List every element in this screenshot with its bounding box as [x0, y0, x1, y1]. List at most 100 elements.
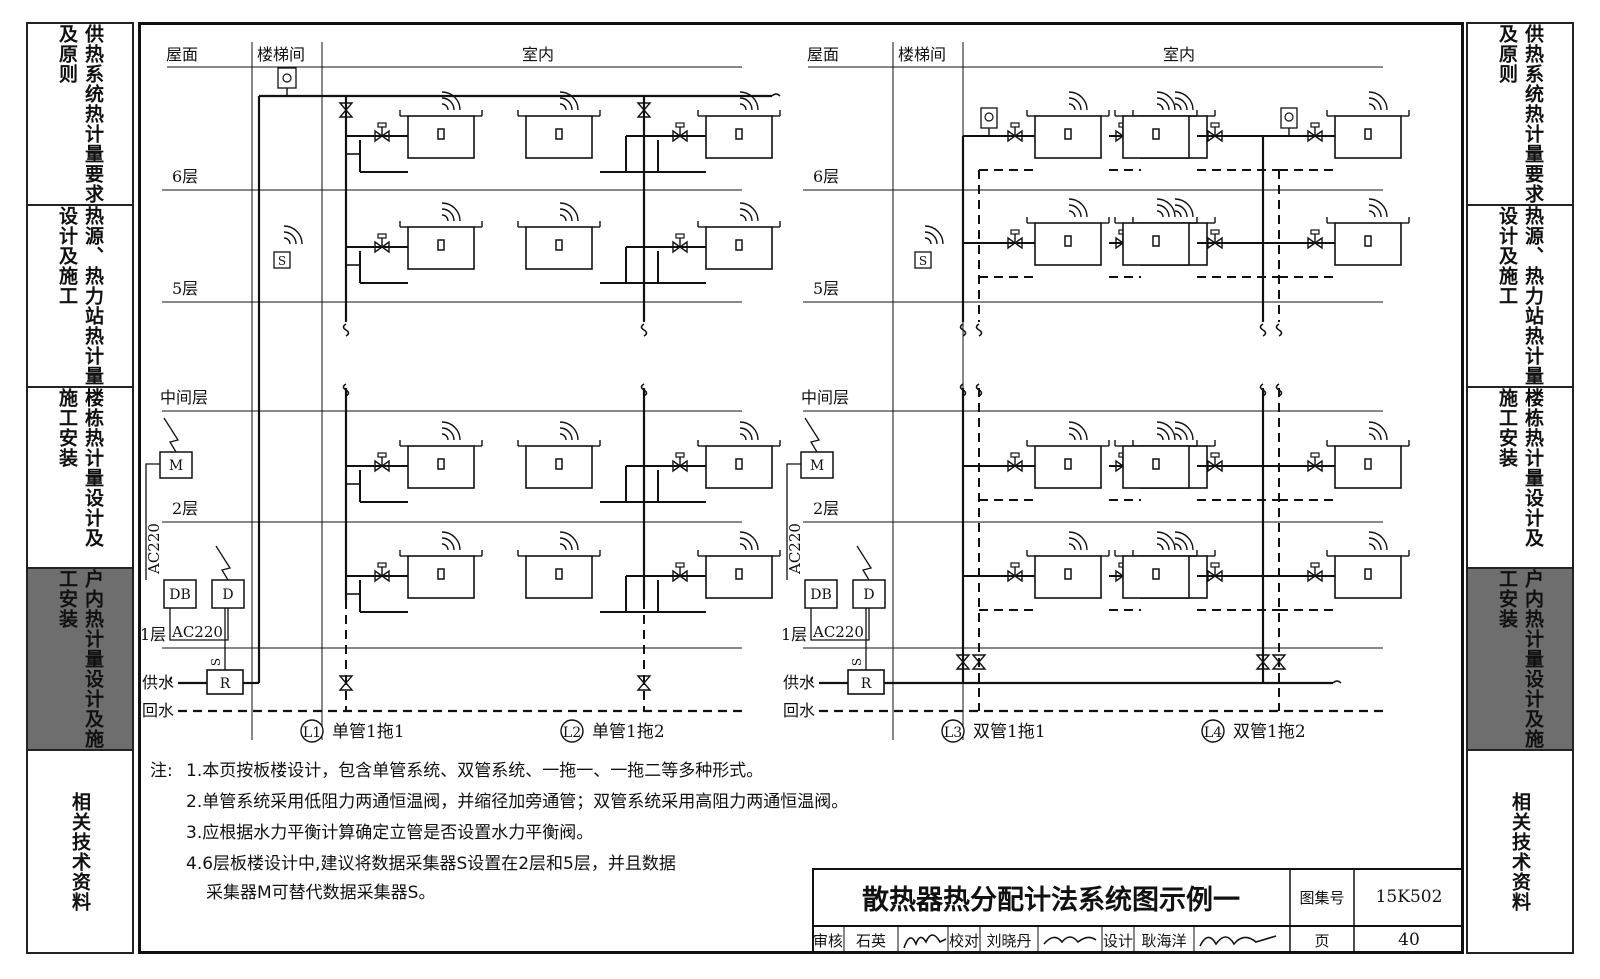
wireless-arc — [924, 237, 932, 245]
radiator-body — [1122, 115, 1190, 159]
left-index-item[interactable]: 热源、热力站热计量设计及施工 — [28, 206, 132, 388]
heat-cost-allocator — [555, 239, 563, 251]
riser-bottom-valve — [338, 675, 354, 691]
wireless-arc — [1174, 531, 1194, 551]
floor-label-floor_1: 1层 — [140, 625, 166, 644]
radiator — [399, 440, 483, 489]
thermostatic-valve — [1207, 562, 1223, 583]
system-id-circle — [1201, 719, 1225, 743]
left-index-label-line1: 楼栋热计量设 — [82, 388, 104, 508]
valve-body — [1007, 459, 1023, 473]
riser-break — [959, 383, 967, 397]
radiator-wireless-icon — [1068, 531, 1088, 551]
radiator-body — [525, 445, 593, 489]
wireless-arc — [1368, 531, 1388, 551]
valve-head — [377, 122, 387, 128]
right-index-label-line2: 计量设计及施工 — [1496, 206, 1544, 386]
thermostatic-valve — [374, 562, 390, 583]
heat-cost-allocator — [437, 568, 445, 580]
thermostatic-valve — [672, 562, 688, 583]
floor-label-floor_5: 5层 — [813, 279, 839, 298]
wireless-arc — [1068, 531, 1088, 551]
thermostatic-valve — [1007, 452, 1023, 473]
heat-cost-allocator — [1364, 458, 1372, 470]
riser-valve — [1255, 654, 1271, 670]
radiator-wireless-icon — [739, 531, 759, 551]
thermostatic-valve — [1007, 562, 1023, 583]
meter-M-label: M — [810, 458, 824, 474]
radiator-left — [517, 440, 601, 489]
radiator-wireless-icon — [1368, 421, 1388, 441]
wireless-arc — [559, 202, 579, 222]
wireless-arc — [1068, 427, 1082, 441]
right-index-label-line1: 楼栋热计量设 — [1522, 388, 1544, 508]
system-id-circle — [560, 719, 584, 743]
right-index-item[interactable]: 相关技术资料 — [1468, 751, 1572, 952]
wireless-arc — [1174, 537, 1188, 551]
wireless-arc — [1068, 91, 1088, 111]
left-index-label-line2: 计及施工安装 — [56, 569, 104, 749]
wireless-arc — [1174, 427, 1188, 441]
left-index-item[interactable]: 供热系统热计量要求及原则 — [28, 24, 132, 206]
wireless-arc — [559, 214, 567, 222]
thermostatic-valve — [1307, 229, 1323, 250]
left-index-label: 楼栋热计量设计及施工安装 — [54, 388, 106, 567]
thermostatic-valve — [1307, 562, 1323, 583]
radiator — [1326, 217, 1410, 266]
radiator — [1026, 550, 1110, 599]
radiator-wireless-icon — [1174, 531, 1194, 551]
radiator-body — [1034, 115, 1102, 159]
note-1: 1.本页按板楼设计，包含单管系统、双管系统、一拖一、一拖二等多种形式。 — [186, 761, 764, 781]
heat-cost-allocator — [437, 128, 445, 140]
riser-break — [1275, 323, 1283, 337]
heat-cost-allocator — [1152, 235, 1160, 247]
wireless-arc — [1156, 421, 1176, 441]
valve-body — [374, 569, 390, 583]
heat-cost-allocator — [735, 458, 743, 470]
wireless-arc — [1068, 204, 1082, 218]
radiator-wireless-icon — [441, 421, 461, 441]
valve-body — [1307, 129, 1323, 143]
riser-valve — [1255, 654, 1271, 670]
supply-label: 供水 — [783, 673, 815, 692]
valve-head — [675, 562, 685, 568]
radiator-body — [705, 115, 773, 159]
valve-head — [675, 233, 685, 239]
wireless-arc — [1068, 198, 1088, 218]
left-index-label-line2: 量要求及原则 — [56, 24, 104, 204]
wireless-arc — [1156, 543, 1164, 551]
left-index-item[interactable]: 楼栋热计量设计及施工安装 — [28, 388, 132, 569]
wireless-arc — [1174, 97, 1188, 111]
valve-body — [1007, 569, 1023, 583]
heat-cost-allocator — [735, 239, 743, 251]
left-index-item[interactable]: 相关技术资料 — [28, 751, 132, 952]
right-index-item[interactable]: 楼栋热计量设计及施工安装 — [1468, 388, 1572, 569]
left-index-item[interactable]: 户内热计量设计及施工安装 — [28, 569, 132, 751]
radiator-wireless-icon — [1068, 198, 1088, 218]
radiator-wireless-icon — [1156, 91, 1176, 111]
thermostatic-valve — [1307, 122, 1323, 143]
drawing-frame — [138, 22, 1464, 954]
valve-body — [374, 459, 390, 473]
valve-head — [1210, 122, 1220, 128]
meter-D-box — [211, 579, 245, 609]
valve-body — [672, 459, 688, 473]
radiator-wireless-icon — [559, 531, 579, 551]
riser-top-valve — [636, 102, 652, 118]
floor-label-floor_mid: 中间层 — [160, 388, 208, 407]
radiator-body — [525, 115, 593, 159]
riser-bottom-valve — [636, 675, 652, 691]
riser-valve — [955, 654, 971, 670]
radiator-body — [407, 445, 475, 489]
riser-break — [975, 383, 983, 397]
radiator-body — [705, 555, 773, 599]
col-indoor-label: 室内 — [1163, 45, 1195, 64]
wireless-arc — [283, 237, 291, 245]
wireless-arc — [559, 543, 567, 551]
wireless-arc — [1368, 421, 1388, 441]
wireless-arc — [739, 427, 753, 441]
right-index-item[interactable]: 供热系统热计量要求及原则 — [1468, 24, 1572, 206]
right-index-item[interactable]: 热源、热力站热计量设计及施工 — [1468, 206, 1572, 388]
right-index-item[interactable]: 户内热计量设计及施工安装 — [1468, 569, 1572, 751]
